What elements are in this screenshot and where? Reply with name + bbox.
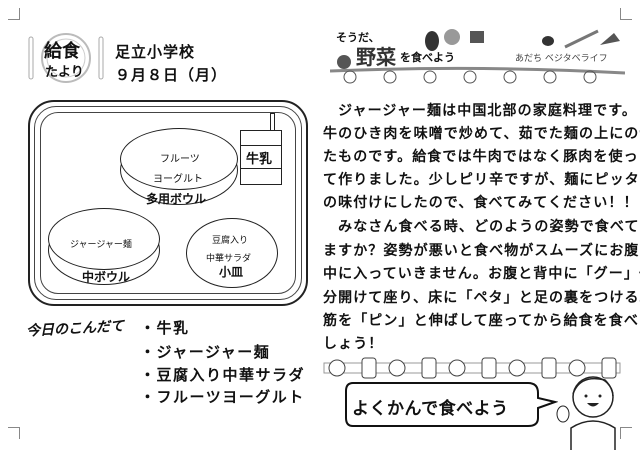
banner-title-suffix: を食べよう	[400, 51, 455, 64]
article-line: みなさん食べる時、どのようの姿勢で食べてい	[323, 219, 640, 235]
banner-title: 野菜	[356, 45, 396, 69]
kyushoku-dayori-logo: 給食 たより	[25, 33, 107, 83]
teacher-character-icon	[556, 376, 616, 450]
banner-subtitle: あだち ベジタベライフ	[515, 54, 608, 64]
article-line: ますか？姿勢が悪いと食べ物がスムーズにお腹の	[323, 243, 640, 259]
fork-plate-knife-icon	[28, 33, 104, 83]
milk-carton: 牛乳	[240, 130, 282, 185]
fruit-bowl-text-1: フルーツ	[160, 154, 200, 165]
crop-mark	[8, 427, 20, 439]
article-line: 中に入っていきません。お腹と背中に「グー」一つ	[323, 266, 640, 282]
article-line: たものです。給食では牛肉ではなく豚肉を使っ	[323, 149, 639, 165]
tableware-border-illustration-icon	[323, 357, 621, 379]
crop-mark	[620, 427, 632, 439]
vegetable-banner: そうだ、 野菜 を食べよう あだち ベジタベライフ	[330, 25, 625, 87]
logo-text-kyushoku: 給食	[44, 41, 80, 62]
salad-text-2: 中華サラダ	[206, 254, 252, 264]
menu-item: ・フルーツヨーグルト	[140, 388, 305, 406]
menu-item: ・牛乳	[140, 319, 190, 337]
article-line: 牛のひき肉を味噌で炒めて、茹でた麺の上にのせ	[323, 126, 640, 142]
salad-text-1: 豆腐入り	[212, 236, 249, 246]
article-line: 筋を「ピン」と伸ばして座ってから給食を食べま	[323, 313, 640, 329]
bubble-text: よくかんで食べよう	[352, 399, 509, 419]
menu-item: ・ジャージャー麺	[140, 343, 271, 361]
salad-plate	[186, 218, 278, 288]
article-line: て作りました。少しピリ辛ですが、麺にピッタリ	[323, 172, 640, 188]
article-line: しょう！	[323, 336, 384, 352]
vegetables-illustration-icon	[330, 29, 625, 84]
issue-date: ９月８日（月）	[115, 66, 228, 84]
fruit-bowl-label: 多用ボウル	[146, 192, 207, 206]
school-name: 足立小学校	[115, 43, 196, 61]
article-line: 分開けて座り、床に「ペタ」と足の裏をつける。背	[323, 290, 640, 306]
menu-item: ・豆腐入り中華サラダ	[140, 366, 306, 384]
noodle-bowl-label: 中ボウル	[82, 270, 131, 284]
salad-label: 小皿	[219, 265, 244, 279]
article-line: ジャージャー麺は中国北部の家庭料理です。	[323, 103, 638, 119]
milk-label: 牛乳	[246, 152, 273, 167]
article-line: の味付けにしたので、食べてみてください！！	[323, 195, 639, 211]
speech-bubble	[345, 382, 558, 427]
milk-straw	[270, 113, 275, 131]
fruit-bowl-text-2: ヨーグルト	[153, 174, 203, 185]
crop-mark	[8, 8, 20, 20]
crop-mark	[620, 8, 632, 20]
lunch-tray	[28, 100, 308, 306]
noodle-bowl-text: ジャージャー麺	[70, 240, 132, 250]
menu-title-logo: 今日のこんだて	[25, 318, 125, 340]
banner-catch: そうだ、	[336, 31, 380, 44]
logo-text-dayori: たより	[45, 65, 84, 80]
